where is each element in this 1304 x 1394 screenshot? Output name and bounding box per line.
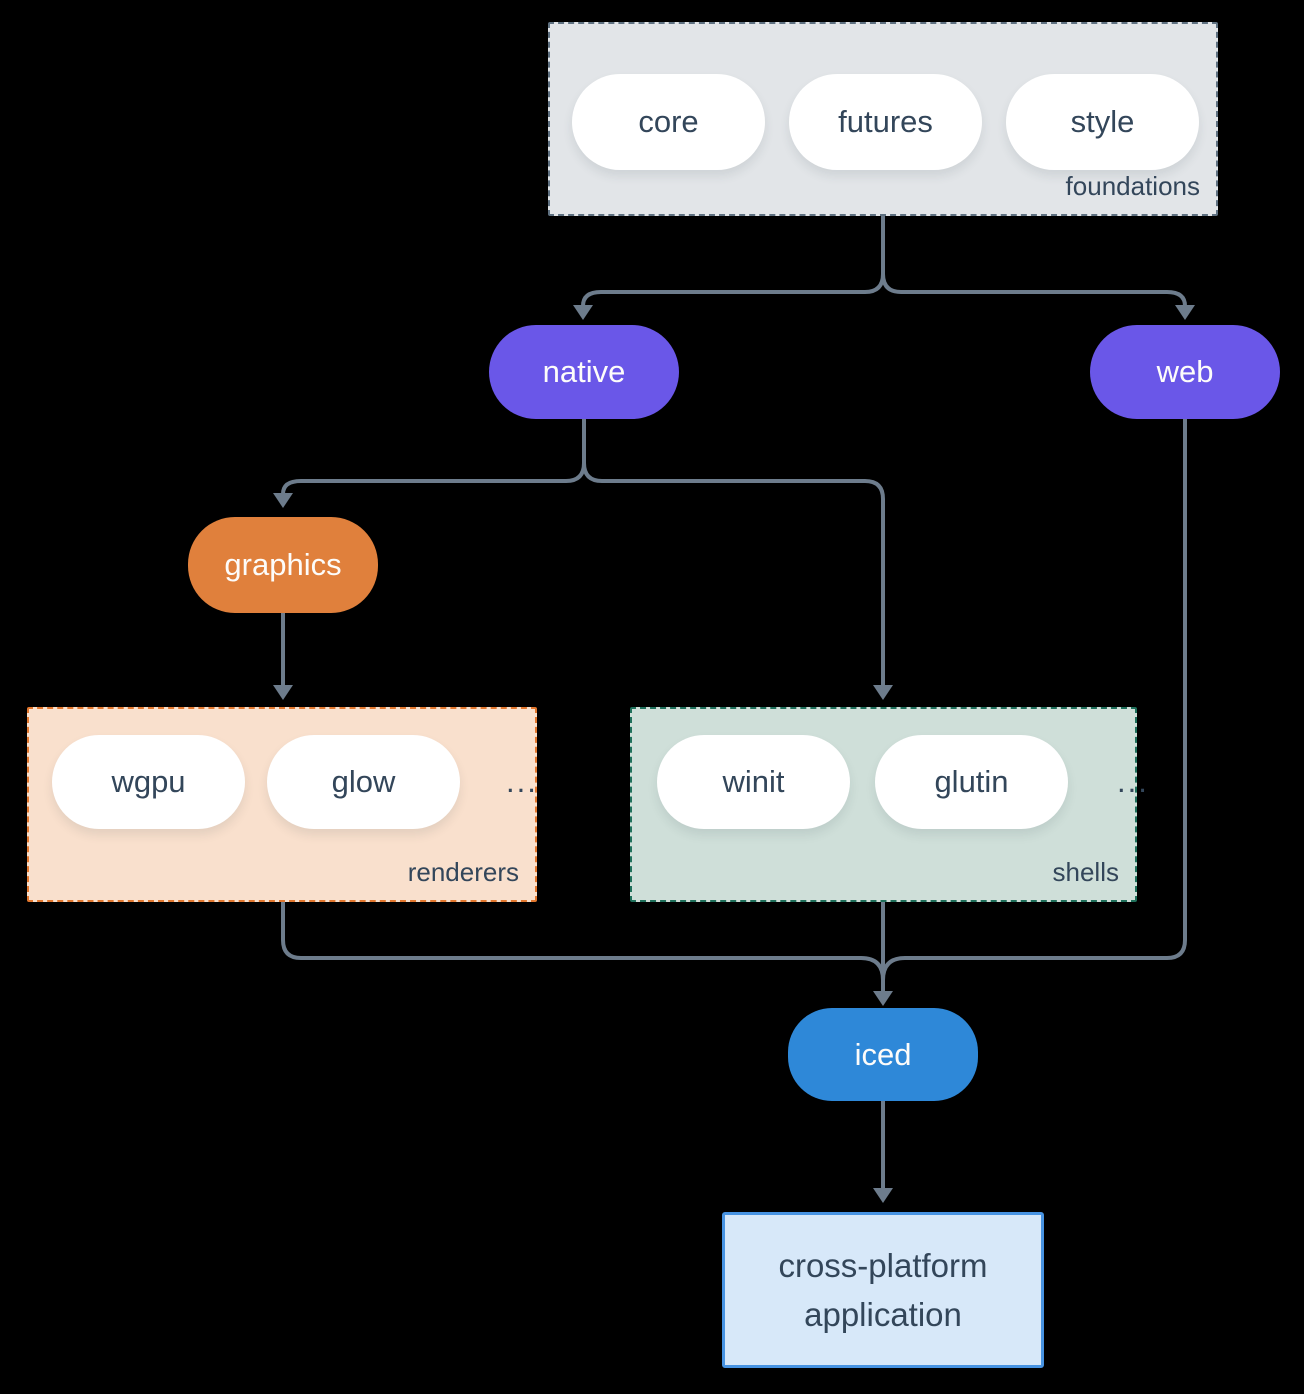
node-glow-label: glow xyxy=(331,764,396,799)
node-native: native xyxy=(489,325,679,419)
shells-pill-row: winit glutin ... xyxy=(657,735,1149,829)
node-glow: glow xyxy=(267,735,460,829)
arrowhead-graphics xyxy=(273,493,293,508)
node-web-label: web xyxy=(1156,354,1214,389)
arrowhead-iced xyxy=(873,991,893,1006)
edge-native-shells xyxy=(582,419,885,687)
node-winit: winit xyxy=(657,735,850,829)
group-renderers: wgpu glow ... renderers xyxy=(27,707,537,902)
node-wgpu: wgpu xyxy=(52,735,245,829)
arrowhead-shells xyxy=(873,685,893,700)
edge-native-graphics xyxy=(281,419,586,495)
edge-foundations-native xyxy=(581,216,885,307)
arrowhead-web xyxy=(1175,305,1195,320)
node-style: style xyxy=(1006,74,1199,170)
foundations-pill-row: core futures style xyxy=(572,74,1199,170)
arrowhead-application xyxy=(873,1188,893,1203)
group-shells: winit glutin ... shells xyxy=(630,707,1147,902)
node-iced: iced xyxy=(788,1008,978,1101)
node-graphics-label: graphics xyxy=(224,547,342,582)
node-iced-label: iced xyxy=(854,1036,912,1072)
node-graphics: graphics xyxy=(188,517,378,613)
shells-ellipsis: ... xyxy=(1117,764,1149,799)
node-core-label: core xyxy=(638,104,699,139)
renderers-pill-row: wgpu glow ... xyxy=(52,735,538,829)
node-native-label: native xyxy=(542,354,626,389)
node-futures: futures xyxy=(789,74,982,170)
node-application: cross-platform application xyxy=(722,1212,1044,1368)
edge-renderers-iced xyxy=(281,902,885,981)
node-web: web xyxy=(1090,325,1280,419)
group-shells-label: shells xyxy=(1052,857,1119,887)
application-label-line1: cross-platform xyxy=(778,1247,988,1284)
edge-web-iced xyxy=(881,419,1187,981)
arrowhead-native xyxy=(573,305,593,320)
node-style-label: style xyxy=(1070,104,1135,139)
group-foundations: core futures style foundations xyxy=(548,22,1218,216)
arrowhead-renderers xyxy=(273,685,293,700)
node-glutin-label: glutin xyxy=(934,764,1009,799)
node-wgpu-label: wgpu xyxy=(111,764,186,799)
edge-foundations-web xyxy=(881,216,1187,307)
renderers-ellipsis: ... xyxy=(506,764,538,799)
application-label-line2: application xyxy=(804,1296,962,1333)
group-foundations-label: foundations xyxy=(1065,171,1200,201)
node-winit-label: winit xyxy=(722,764,785,799)
node-core: core xyxy=(572,74,765,170)
group-renderers-label: renderers xyxy=(407,857,519,887)
node-futures-label: futures xyxy=(838,104,933,139)
node-glutin: glutin xyxy=(875,735,1068,829)
